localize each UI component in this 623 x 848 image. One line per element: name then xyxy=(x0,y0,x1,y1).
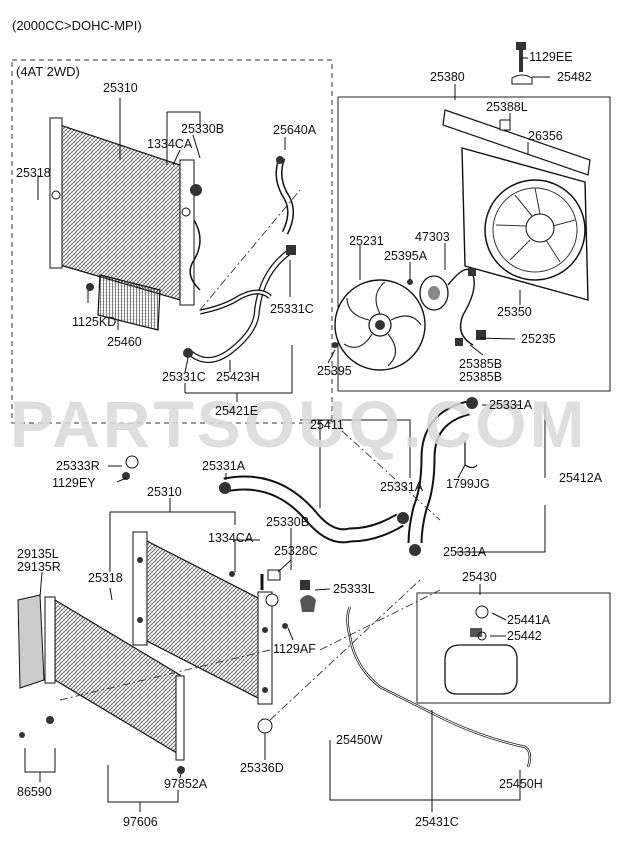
part-label[interactable]: 25336D xyxy=(240,761,284,775)
part-label[interactable]: 1129EE xyxy=(529,50,573,64)
part-label[interactable]: 25385B xyxy=(459,370,503,384)
part-label[interactable]: 25310 xyxy=(147,485,182,499)
part-label[interactable]: 25450H xyxy=(499,777,543,791)
part-label[interactable]: 25450W xyxy=(336,733,383,747)
part-label[interactable]: 25318 xyxy=(88,571,123,585)
part-label[interactable]: 86590 xyxy=(17,785,52,799)
part-label[interactable]: 25441A xyxy=(507,613,551,627)
part-label[interactable]: 25412A xyxy=(559,471,603,485)
part-label[interactable]: 29135L xyxy=(17,547,59,561)
part-label[interactable]: 25331C xyxy=(162,370,206,384)
part-label[interactable]: 25231 xyxy=(349,234,384,248)
condenser xyxy=(44,596,185,761)
lower-radiator xyxy=(132,531,273,705)
reservoir-box xyxy=(416,592,611,704)
part-label[interactable]: 25331A xyxy=(202,459,246,473)
part-label[interactable]: 25331A xyxy=(380,480,424,494)
part-label[interactable]: 25310 xyxy=(103,81,138,95)
part-label[interactable]: 1125KD xyxy=(72,315,117,329)
top-radiator xyxy=(49,117,202,306)
part-label[interactable]: 25330B xyxy=(181,122,225,136)
part-label[interactable]: 25431C xyxy=(415,815,459,829)
part-label[interactable]: 47303 xyxy=(415,230,450,244)
part-label[interactable]: 25430 xyxy=(462,570,497,584)
part-label[interactable]: 25640A xyxy=(273,123,317,137)
part-label[interactable]: 97852A xyxy=(164,777,208,791)
part-label[interactable]: 25421E xyxy=(215,404,259,418)
fan-group-box xyxy=(337,96,611,392)
part-label[interactable]: 1334CA xyxy=(208,531,254,545)
part-label[interactable]: 25423H xyxy=(216,370,260,384)
cooling-fan xyxy=(334,279,426,371)
part-label[interactable]: 25331A xyxy=(489,398,533,412)
part-label[interactable]: 1334CA xyxy=(147,137,193,151)
part-label[interactable]: 25333L xyxy=(333,582,375,596)
part-label[interactable]: 25395A xyxy=(384,249,428,263)
part-label[interactable]: 25235 xyxy=(521,332,556,346)
part-label[interactable]: 25333R xyxy=(56,459,100,473)
part-label[interactable]: 25460 xyxy=(107,335,142,349)
part-label[interactable]: 25442 xyxy=(507,629,542,643)
coolant-reservoir xyxy=(444,605,518,695)
variant-label: (4AT 2WD) xyxy=(16,64,80,79)
part-label[interactable]: 25388L xyxy=(486,100,528,114)
part-label[interactable]: 25331C xyxy=(270,302,314,316)
watermark: PARTSOUQ.COM xyxy=(10,387,588,461)
part-label[interactable]: 26356 xyxy=(528,129,563,143)
part-label[interactable]: 25385B xyxy=(459,357,503,371)
fan-motor xyxy=(419,268,486,346)
part-label[interactable]: 1129AF xyxy=(273,642,316,656)
part-label[interactable]: 29135R xyxy=(17,560,61,574)
part-label[interactable]: 25328C xyxy=(274,544,318,558)
fan-shroud xyxy=(461,147,589,301)
part-label[interactable]: 25395 xyxy=(317,364,352,378)
part-label[interactable]: 25411 xyxy=(310,418,344,432)
oil-cooler xyxy=(86,274,161,331)
part-label[interactable]: 25330B xyxy=(266,515,310,529)
part-label[interactable]: 1129EY xyxy=(52,476,96,490)
part-label[interactable]: 25380 xyxy=(430,70,465,84)
part-label[interactable]: 1799JG xyxy=(446,477,490,491)
part-label[interactable]: 25331A xyxy=(443,545,487,559)
part-label[interactable]: 25482 xyxy=(557,70,592,84)
part-label[interactable]: 25318 xyxy=(16,166,51,180)
part-label[interactable]: 25350 xyxy=(497,305,532,319)
engine-label: (2000CC>DOHC-MPI) xyxy=(12,18,142,33)
part-label[interactable]: 97606 xyxy=(123,815,158,829)
